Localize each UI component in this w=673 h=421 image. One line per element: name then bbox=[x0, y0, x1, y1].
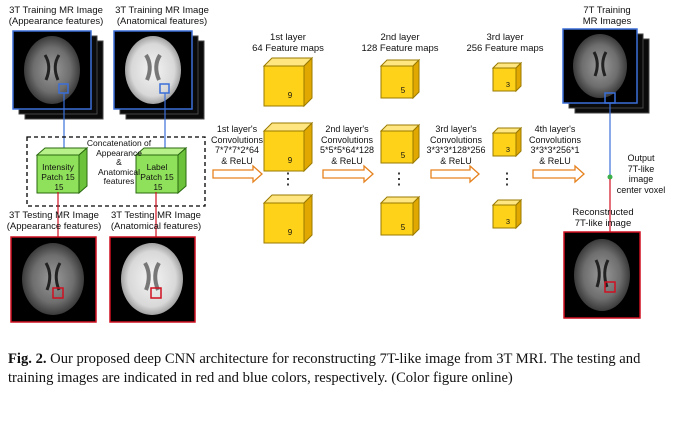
conv-arrow-4 bbox=[532, 164, 585, 184]
conv-arrow-2 bbox=[322, 164, 374, 184]
test-anatomical-image bbox=[109, 236, 196, 323]
cube-label-l1-mid: 9 bbox=[287, 156, 293, 165]
cube-label-l2-top: 5 bbox=[400, 86, 406, 95]
caption-label: Fig. 2. bbox=[8, 351, 47, 367]
intensity-patch-size: 15 bbox=[54, 183, 64, 192]
label-train-appearance: 3T Training MR Image(Appearance features… bbox=[8, 5, 104, 27]
cube-label-l1-top: 9 bbox=[287, 91, 293, 100]
figure-canvas bbox=[10, 28, 650, 323]
cube-label-l3-bottom: 3 bbox=[505, 217, 511, 226]
layer3-cube-bottom bbox=[491, 198, 523, 230]
label-patch-cube bbox=[134, 146, 188, 195]
train-7t-image bbox=[562, 28, 650, 114]
layer2-cube-top bbox=[379, 58, 421, 100]
cube-label-l1-bottom: 9 bbox=[287, 228, 293, 237]
cube-label-l3-mid: 3 bbox=[505, 145, 511, 154]
layer1-cube-top bbox=[262, 56, 314, 108]
layer3-ellipsis: ⋮ bbox=[499, 171, 515, 188]
concatenation-box bbox=[26, 136, 206, 207]
cube-label-l2-bottom: 5 bbox=[400, 223, 406, 232]
caption-text: Our proposed deep CNN architecture for r… bbox=[8, 351, 641, 386]
reconstructed-image bbox=[563, 231, 641, 319]
layer2-cube-bottom bbox=[379, 195, 421, 237]
label-test-appearance: 3T Testing MR Image(Appearance features) bbox=[6, 210, 102, 232]
conv-arrow-1 bbox=[212, 164, 263, 184]
cube-label-l2-mid: 5 bbox=[400, 151, 406, 160]
conv-arrow-3 bbox=[430, 164, 480, 184]
layer2-cube-mid bbox=[379, 123, 421, 165]
layer1-cube-bottom bbox=[262, 193, 314, 245]
layer3-cube-top bbox=[491, 61, 523, 93]
label-patch-size: 15 bbox=[153, 183, 163, 192]
figure-caption: Fig. 2. Our proposed deep CNN architectu… bbox=[8, 350, 668, 388]
output-center-voxel bbox=[607, 174, 613, 180]
layer1-ellipsis: ⋮ bbox=[280, 171, 296, 188]
train-appearance-image bbox=[12, 30, 104, 120]
train-anatomical-image bbox=[113, 30, 205, 120]
label-test-anatomical: 3T Testing MR Image(Anatomical features) bbox=[110, 210, 202, 232]
test-appearance-image bbox=[10, 236, 97, 323]
layer2-ellipsis: ⋮ bbox=[391, 171, 407, 188]
label-train-anatomical: 3T Training MR Image(Anatomical features… bbox=[115, 5, 209, 27]
layer1-cube-mid bbox=[262, 121, 314, 173]
intensity-patch-cube bbox=[35, 146, 89, 195]
layer3-cube-mid bbox=[491, 126, 523, 158]
cube-label-l3-top: 3 bbox=[505, 80, 511, 89]
